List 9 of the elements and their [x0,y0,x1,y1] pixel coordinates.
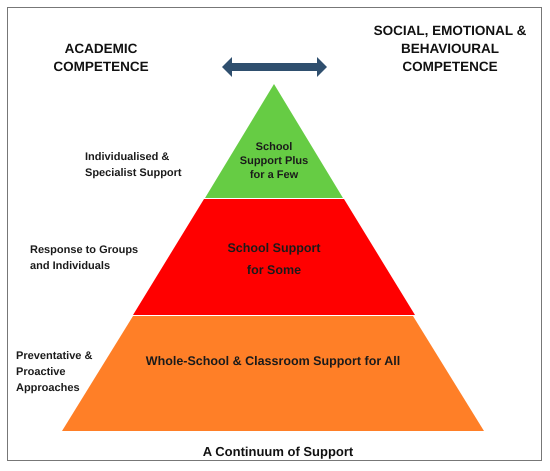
side-label: Preventative & Proactive Approaches [16,349,94,396]
heading-text: ACADEMIC COMPETENCE [52,40,150,76]
heading-text: SOCIAL, EMOTIONAL & BEHAVIOURAL COMPETENCE [372,22,528,76]
side-label: Individualised & Specialist Support [85,150,183,181]
caption: A Continuum of Support [202,444,354,459]
side-label: Response to Groups and Individuals [30,243,140,274]
tier-label: School Support Plus for a Few [238,140,310,182]
tier-label: Whole-School & Classroom Support for All [144,353,402,370]
tier-label: School Support for Some [226,240,322,279]
